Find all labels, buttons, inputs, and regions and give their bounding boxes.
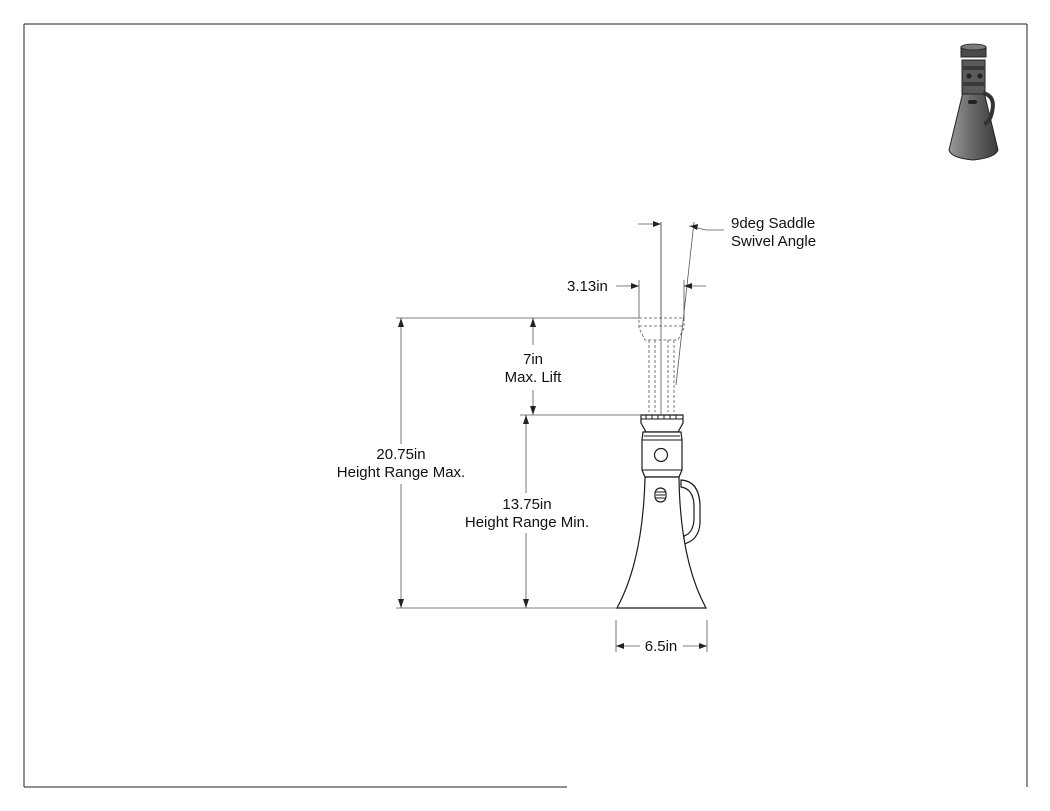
extension-lines — [396, 317, 641, 609]
swivel-angle-value: 9deg Saddle — [731, 215, 815, 232]
height-max-label: Height Range Max. — [337, 464, 465, 481]
height-min-value: 13.75in — [502, 496, 551, 513]
base-width-dimension: 6.5in — [615, 620, 708, 655]
base-width-value: 6.5in — [645, 638, 678, 655]
swivel-angle-dimension: 9deg Saddle Swivel Angle — [638, 215, 816, 386]
height-max-dimension: 20.75in Height Range Max. — [337, 318, 472, 608]
saddle-width-dimension: 3.13in — [567, 278, 706, 318]
max-lift-value: 7in — [523, 351, 543, 368]
column — [641, 431, 683, 478]
base — [615, 476, 708, 609]
max-lift-label: Max. Lift — [505, 369, 563, 386]
height-min-dimension: 13.75in Height Range Min. — [465, 415, 589, 608]
pin-hole — [653, 447, 669, 463]
sheet-border — [23, 23, 1028, 788]
height-max-value: 20.75in — [376, 446, 425, 463]
saddle-retracted — [640, 414, 684, 433]
saddle-extended — [638, 317, 685, 412]
height-min-label: Height Range Min. — [465, 514, 589, 531]
max-lift-dimension: 7in Max. Lift — [505, 318, 563, 415]
swivel-angle-label: Swivel Angle — [731, 233, 816, 250]
saddle-width-value: 3.13in — [567, 278, 608, 295]
jack-stand-drawing — [615, 222, 708, 609]
jack-stand-3d-icon — [948, 43, 999, 161]
